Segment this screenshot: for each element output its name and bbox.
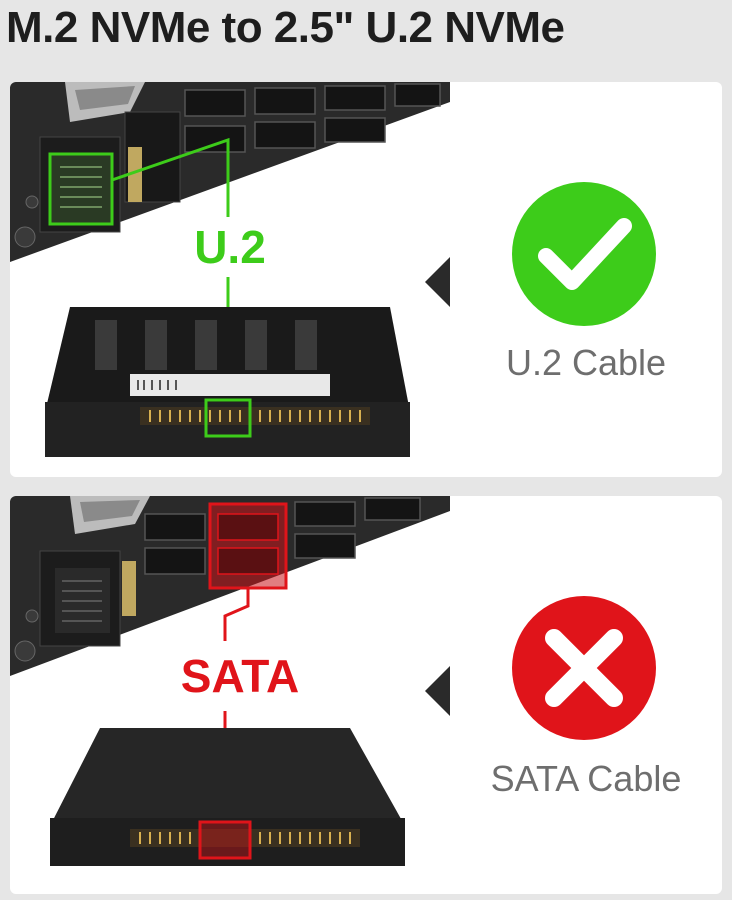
u2-connector-highlight (204, 398, 252, 438)
sata-port (254, 87, 316, 115)
sata-port (254, 121, 316, 149)
u2-port-highlight (48, 152, 114, 226)
sata-connector-label: SATA (180, 650, 300, 702)
sata-port (184, 125, 246, 153)
sata-port (324, 85, 386, 111)
sata-drive-illustration (50, 728, 405, 826)
sata-port (294, 533, 356, 559)
sata-cable-label: SATA Cable (490, 758, 682, 799)
u2-cable-panel: U.2 U.2 Cable (10, 82, 722, 477)
u2-connector-label: U.2 (194, 221, 266, 273)
sata-cable-panel: SATA SATA Cable (10, 496, 722, 894)
sata-port (294, 501, 356, 527)
page-title: M.2 NVMe to 2.5" U.2 NVMe (6, 3, 565, 52)
motherboard-u2-photo (10, 82, 450, 457)
sata-port (144, 547, 206, 575)
sata-port (324, 117, 386, 143)
motherboard-sata-photo (10, 496, 450, 866)
checkmark-icon (512, 182, 656, 326)
sata-connector-highlight (198, 820, 252, 860)
sata-port (184, 89, 246, 117)
sata-port (144, 513, 206, 541)
x-mark-icon (512, 596, 656, 740)
u2-cable-label: U.2 Cable (505, 342, 667, 383)
